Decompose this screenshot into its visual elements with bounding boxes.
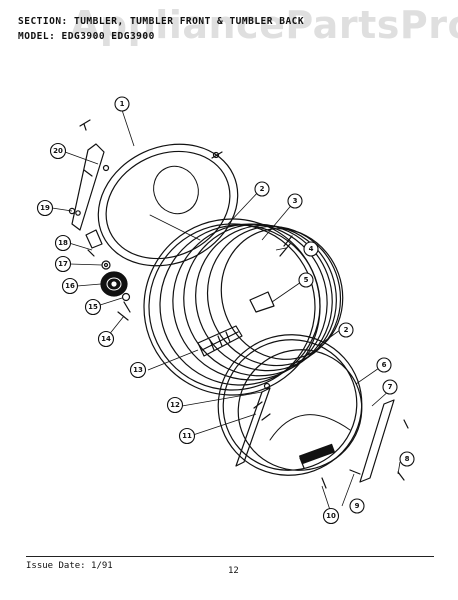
- tumbler-back-drawing: [97, 143, 239, 267]
- callout-2-front-seal: 2: [338, 322, 354, 338]
- svg-text:2: 2: [344, 326, 349, 334]
- callout-14: 14: [97, 330, 115, 348]
- pulley-drawing: [100, 271, 128, 297]
- svg-text:9: 9: [355, 502, 360, 510]
- callout-11: 11: [178, 427, 196, 445]
- callout-7: 7: [382, 379, 398, 395]
- callout-13: 13: [129, 361, 147, 379]
- tumbler-front-drawing: [217, 334, 363, 476]
- svg-text:2: 2: [260, 185, 265, 193]
- callout-18: 18: [54, 234, 72, 252]
- footer-rule: [26, 556, 434, 557]
- svg-text:6: 6: [382, 361, 387, 369]
- svg-text:19: 19: [40, 204, 50, 212]
- callout-8: 8: [399, 451, 415, 467]
- svg-text:15: 15: [88, 303, 98, 311]
- svg-text:14: 14: [101, 335, 111, 343]
- watermark: AppliancePartsPros.com: [70, 3, 458, 47]
- callout-4: 4: [303, 241, 319, 257]
- issue-date: Issue Date: 1/91: [26, 561, 113, 571]
- section-title: SECTION: TUMBLER, TUMBLER FRONT & TUMBLE…: [18, 16, 305, 27]
- callout-9: 9: [349, 498, 365, 514]
- svg-text:16: 16: [65, 282, 75, 290]
- callout-17: 17: [54, 255, 72, 273]
- callout-1: 1: [114, 96, 130, 112]
- svg-text:3: 3: [293, 197, 298, 205]
- svg-text:11: 11: [182, 432, 192, 440]
- callout-12: 12: [166, 396, 184, 414]
- svg-text:7: 7: [388, 383, 393, 391]
- svg-text:10: 10: [326, 512, 336, 520]
- callout-16: 16: [61, 277, 79, 295]
- callout-5: 5: [298, 272, 314, 288]
- page-number: 12: [228, 566, 239, 576]
- callout-6: 6: [376, 357, 392, 373]
- callout-15: 15: [84, 298, 102, 316]
- svg-text:1: 1: [120, 100, 125, 108]
- tumbler-drum-drawing: [143, 218, 344, 396]
- svg-text:4: 4: [309, 245, 314, 253]
- svg-text:13: 13: [133, 366, 143, 374]
- leader-lines: [51, 109, 401, 517]
- model-line: MODEL: EDG3900 EDG3900: [18, 31, 155, 42]
- svg-text:20: 20: [53, 147, 63, 155]
- callout-3: 3: [287, 193, 303, 209]
- svg-text:18: 18: [58, 239, 68, 247]
- svg-text:17: 17: [58, 260, 68, 268]
- callout-10: 10: [322, 507, 340, 525]
- svg-text:5: 5: [304, 276, 309, 284]
- svg-text:8: 8: [405, 455, 410, 463]
- callout-2-rear-seal: 2: [254, 181, 270, 197]
- callout-20: 20: [49, 142, 67, 160]
- callout-19: 19: [36, 199, 54, 217]
- svg-text:12: 12: [170, 401, 180, 409]
